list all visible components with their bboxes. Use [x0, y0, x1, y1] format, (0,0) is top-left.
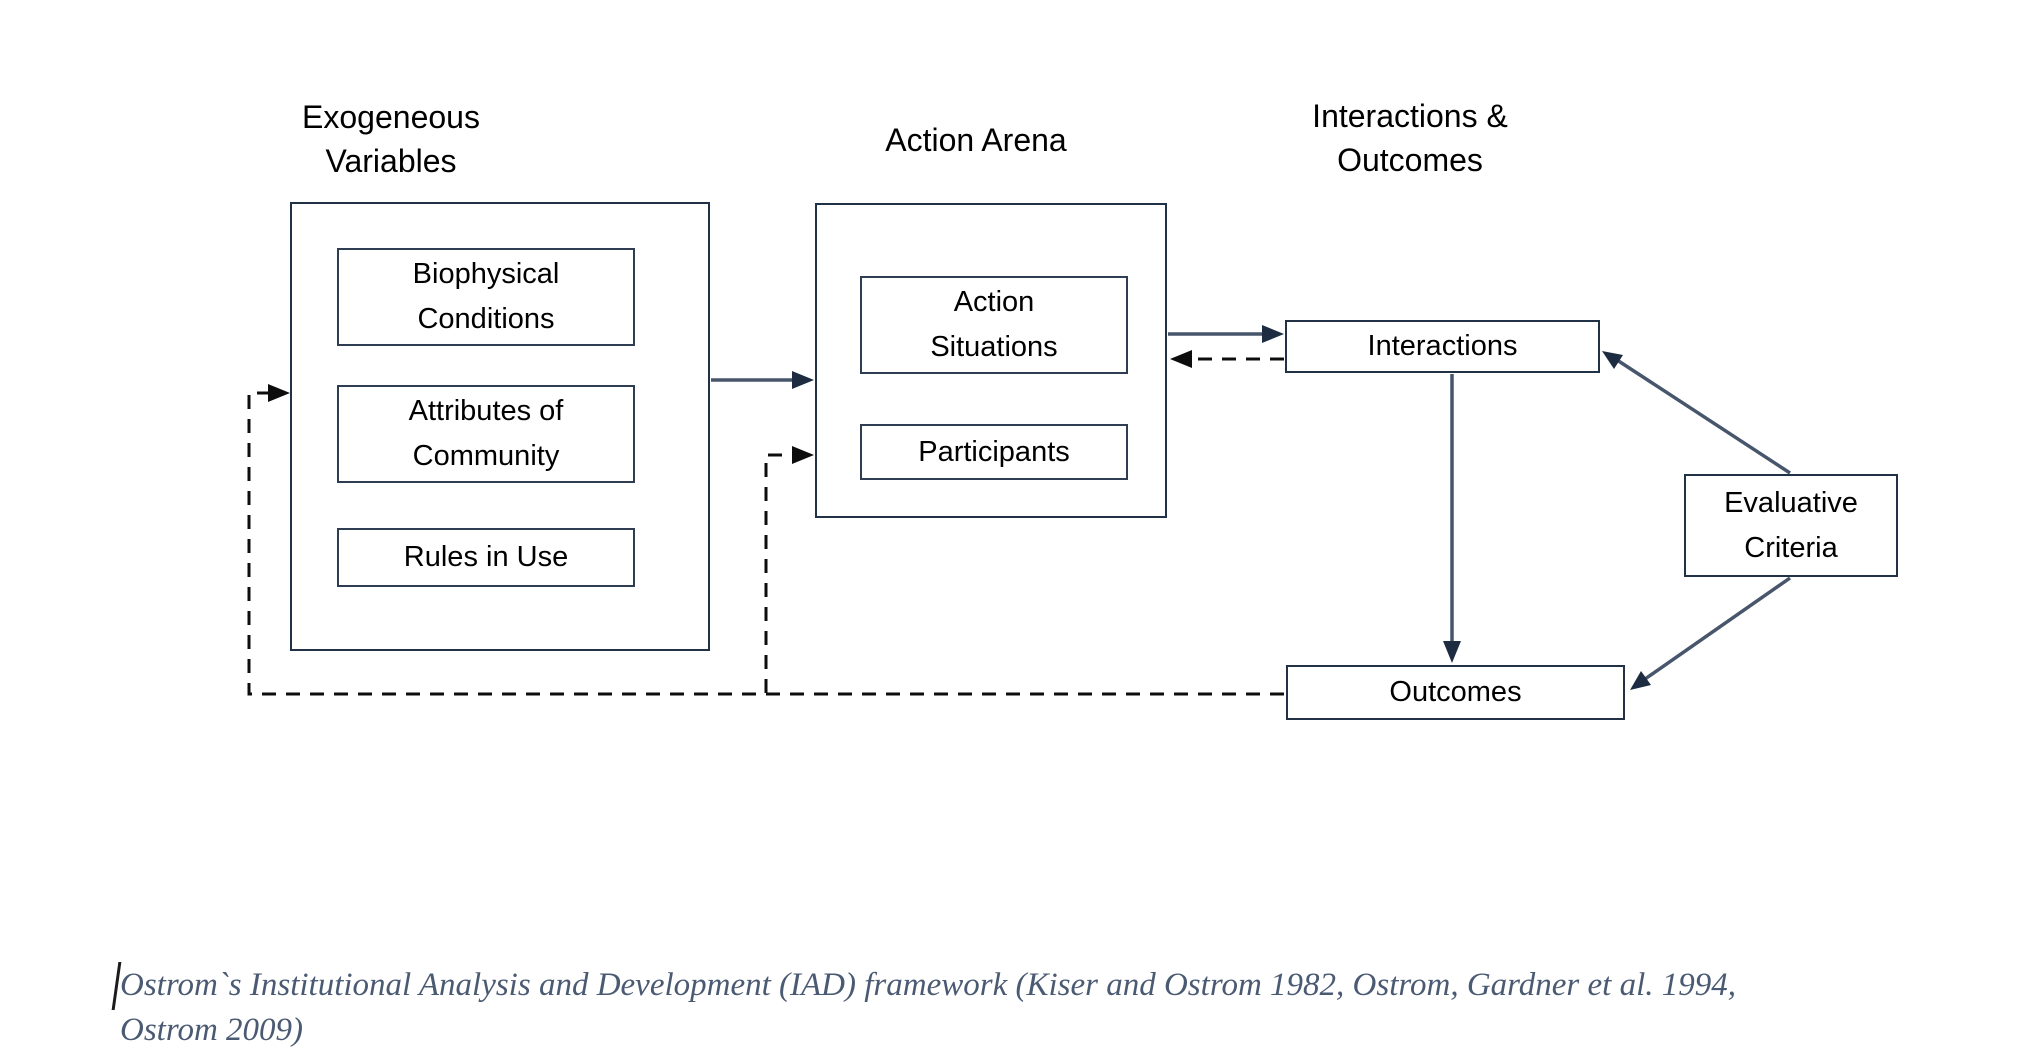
feedback-outcomes-to-action-arena-dashed	[764, 446, 814, 693]
arrow-interactions-to-outcomes	[1443, 374, 1461, 663]
arrow-action-arena-to-interactions	[1168, 325, 1284, 343]
figure-caption[interactable]: Ostrom`s Institutional Analysis and Deve…	[120, 967, 1736, 1048]
action-arena-heading: Action Arena	[885, 122, 1067, 158]
arrow-interactions-to-action-arena-dashed	[1170, 350, 1284, 368]
action-situations-box: Action Situations	[860, 276, 1128, 374]
arrow-evaluative-to-interactions	[1602, 351, 1791, 475]
feedback-outcomes-to-exogenous-dashed	[247, 384, 1284, 696]
arrow-exogenous-to-action-arena	[711, 371, 814, 389]
evaluative-criteria-box: Evaluative Criteria	[1684, 474, 1898, 577]
exogenous-variables-heading: Exogeneous Variables	[302, 99, 480, 179]
rules-in-use-box: Rules in Use	[337, 528, 635, 587]
arrow-evaluative-to-outcomes	[1630, 576, 1792, 690]
attributes-of-community-box: Attributes of Community	[337, 385, 635, 483]
participants-box: Participants	[860, 424, 1128, 480]
biophysical-conditions-box: Biophysical Conditions	[337, 248, 635, 346]
interactions-outcomes-heading: Interactions & Outcomes	[1312, 98, 1508, 178]
outcomes-box: Outcomes	[1286, 665, 1625, 720]
interactions-box: Interactions	[1285, 320, 1600, 373]
